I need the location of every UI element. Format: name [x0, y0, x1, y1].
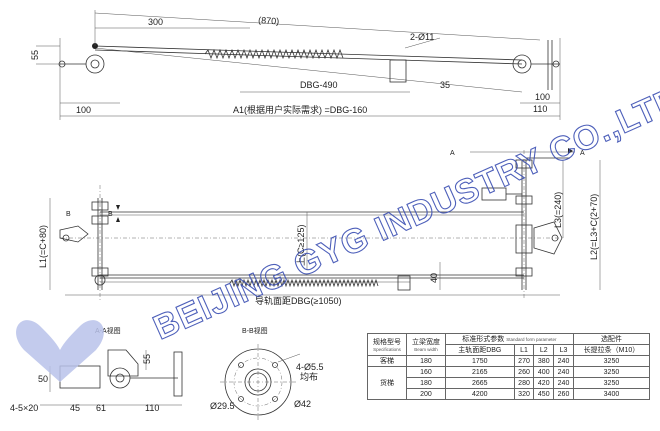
sub-dbg: 主轨面距DBG [444, 344, 515, 356]
bb-dim-even: 均布 [300, 371, 318, 382]
dim-l3: L3(=240) [553, 192, 563, 228]
aa-dim-4x5: 4-5×20 [10, 403, 38, 413]
bb-view-title: B-B视图 [242, 326, 268, 335]
sub-l1: L1 [513, 344, 535, 356]
bb-dim-d295: Ø29.5 [210, 401, 235, 411]
sub-l2: L2 [533, 344, 555, 356]
top-view: (870) 300 55 2-Ø11 100 100 110 35 DBG-49… [30, 10, 561, 120]
section-mark-a-right: A [580, 150, 585, 157]
dim-100-right: 100 [535, 92, 550, 102]
bb-dim-d42: Ø42 [294, 399, 311, 409]
aa-dim-110: 110 [145, 403, 159, 413]
aa-dim-50: 50 [38, 374, 48, 384]
aa-dim-61: 61 [96, 403, 106, 413]
aa-view: A-A视图 50 55 45 61 110 4-5×20 [10, 326, 183, 413]
dim-40: 40 [429, 273, 439, 283]
dim-110: 110 [533, 104, 547, 114]
bb-dim-holes: 4-Ø5.5 [296, 362, 324, 372]
section-mark-a-left: A [450, 150, 455, 157]
aa-view-title: A-A视图 [95, 326, 121, 335]
dim-300: 300 [148, 17, 163, 27]
dim-870: (870) [258, 15, 280, 26]
dim-dbg-1050: 导轨面距DBG(≥1050) [255, 295, 341, 306]
section-mark-b-right: B [108, 211, 113, 218]
section-mark-b-left: B [66, 211, 71, 218]
dim-2-d11: 2-Ø11 [410, 32, 434, 42]
col-opt: 选配件 [572, 333, 651, 345]
aa-dim-55: 55 [142, 354, 152, 364]
col-std: 标准形式参数 Standard form parameter [444, 333, 574, 345]
dim-c125: 上(C≥125) [296, 225, 306, 266]
dim-dbg-490: DBG-490 [300, 80, 338, 90]
heart-logo-icon [16, 320, 104, 382]
dim-100-left: 100 [76, 105, 91, 115]
bb-view: B-B视图 4-Ø5.5 均布 Ø29.5 Ø42 [210, 326, 324, 420]
dim-55-top: 55 [30, 50, 40, 60]
sub-l3: L3 [553, 344, 574, 356]
dim-35: 35 [440, 80, 450, 90]
dim-l1: L1(=C+80) [38, 225, 48, 268]
sub-rod: 长提拉条（M10） [572, 344, 651, 356]
front-view: A A B B L1(=C+80) 上(C≥125) L3(=240) L2(=… [38, 148, 601, 306]
dim-a1: A1(根据用户实际需求) =DBG-160 [233, 104, 367, 115]
dim-l2: L2(=L3+C(2+70) [589, 194, 599, 260]
watermark-text: BEIJING GYG INDUSTRY CO.,LTD [148, 79, 660, 347]
aa-dim-45: 45 [70, 403, 80, 413]
